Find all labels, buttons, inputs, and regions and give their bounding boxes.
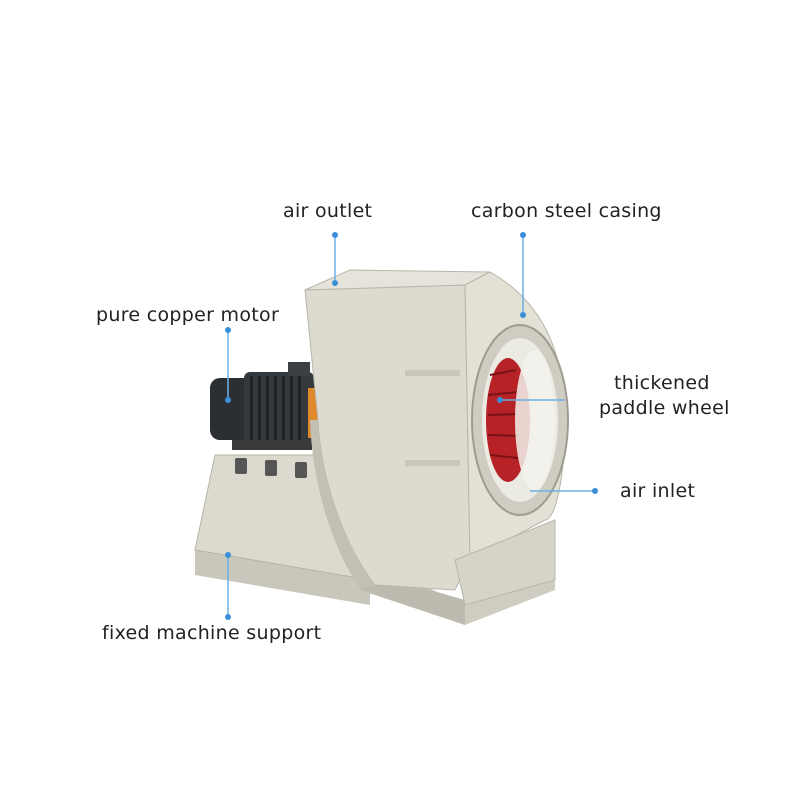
label-carbon-steel-casing: carbon steel casing <box>471 200 662 222</box>
dot-motor <box>225 327 231 333</box>
label-fixed-machine-support: fixed machine support <box>102 622 322 644</box>
label-air-inlet: air inlet <box>620 480 696 502</box>
label-thickened: thickened <box>614 372 710 394</box>
dot-casing <box>520 232 526 238</box>
dot-support <box>225 552 231 558</box>
inlet-and-impeller <box>471 324 569 516</box>
label-paddle-wheel: paddle wheel <box>599 397 730 419</box>
dot-air-outlet <box>332 232 338 238</box>
label-pure-copper-motor: pure copper motor <box>96 304 280 326</box>
dot-air-inlet <box>592 488 598 494</box>
motor-body <box>210 362 322 450</box>
dot-paddle-wheel <box>497 397 503 403</box>
callout-leaders <box>225 232 598 620</box>
label-air-outlet: air outlet <box>283 200 373 222</box>
